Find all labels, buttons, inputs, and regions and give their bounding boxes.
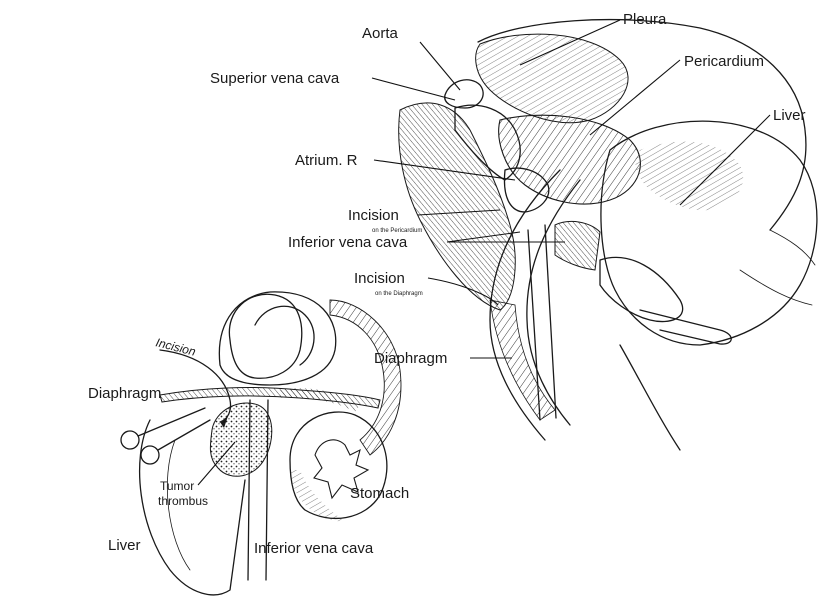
label-diaphragm-top: Diaphragm xyxy=(374,350,447,367)
ivc-upper-shape xyxy=(555,221,600,270)
label-liver-top: Liver xyxy=(773,107,806,124)
label-atrium-r: Atrium. R xyxy=(295,152,358,169)
diaphragm-upper-hatch xyxy=(490,300,555,420)
heart-lobe-right xyxy=(255,306,314,365)
pericardium-lower-hatch xyxy=(280,388,360,412)
label-pleura: Pleura xyxy=(623,11,667,28)
outer-lobe-curve xyxy=(620,345,680,450)
label-pericardium: Pericardium xyxy=(684,53,764,70)
pericardium-shape xyxy=(499,115,641,204)
label-incision-bottom: Incision xyxy=(154,335,197,359)
label-incision-diaphragm-sub: on the Diaphragm xyxy=(375,291,423,297)
tumor-thrombus-shape xyxy=(210,403,271,476)
label-incision-diaphragm: Incision xyxy=(354,270,405,287)
pleura-shading xyxy=(476,34,628,123)
chest-wall-hatch xyxy=(399,103,516,310)
clamp-icon xyxy=(121,408,210,464)
aorta-shape xyxy=(445,80,483,108)
upper-view-drawing xyxy=(399,20,817,450)
retractor-liver xyxy=(600,257,683,321)
liver-upper-hatch xyxy=(635,142,743,211)
thorax-hatch xyxy=(330,300,401,455)
heart-outer xyxy=(219,292,335,385)
label-superior-vena-cava: Superior vena cava xyxy=(210,70,340,87)
label-inferior-vena-cava-top: Inferior vena cava xyxy=(288,234,408,251)
labels: Pleura Aorta Pericardium Superior vena c… xyxy=(88,11,806,557)
label-liver-bottom: Liver xyxy=(108,537,141,554)
label-inferior-vena-cava-bottom: Inferior vena cava xyxy=(254,540,374,557)
label-tumor-line2: thrombus xyxy=(158,494,208,508)
retractor-arm xyxy=(640,310,731,344)
label-aorta: Aorta xyxy=(362,25,399,42)
label-incision-pericardium: Incision xyxy=(348,207,399,224)
label-diaphragm-bottom: Diaphragm xyxy=(88,385,161,402)
right-edge-lines xyxy=(740,230,815,305)
label-tumor-line1: Tumor xyxy=(160,479,194,493)
label-stomach: Stomach xyxy=(350,485,409,502)
